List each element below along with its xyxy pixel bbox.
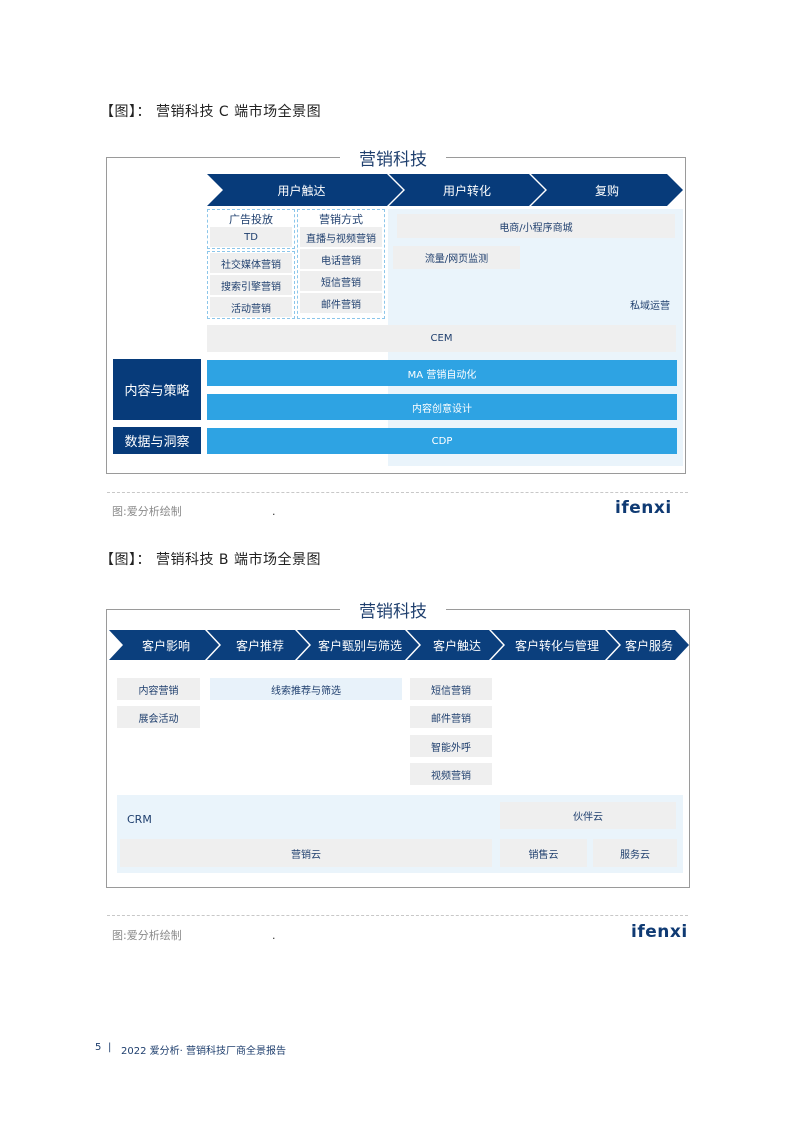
label-content-strategy: 内容与策略 — [113, 359, 201, 420]
box-content-marketing: 内容营销 — [117, 678, 200, 700]
figure-b-title: 营销科技 — [340, 597, 446, 622]
box-traffic-monitor: 流量/网页监测 — [393, 246, 520, 269]
bar-content-creative: 内容创意设计 — [207, 394, 677, 420]
box-b-sms: 短信营销 — [410, 678, 492, 700]
marketing-methods-header: 营销方式 — [319, 213, 363, 226]
box-social-media: 社交媒体营销 — [210, 253, 292, 273]
box-marketing-cloud: 营销云 — [120, 839, 492, 867]
stage-repurchase: 复购 — [594, 183, 619, 198]
box-phone: 电话营销 — [300, 249, 382, 269]
figure-b-dot: . — [272, 929, 276, 942]
stage-customer-influence: 客户影响 — [141, 638, 190, 653]
box-cem: CEM — [207, 325, 676, 352]
footer-page-number: 5 — [95, 1042, 102, 1053]
stage-customer-conversion: 客户转化与管理 — [514, 638, 599, 653]
label-data-insight: 数据与洞察 — [113, 427, 201, 454]
box-ecommerce: 电商/小程序商城 — [397, 214, 675, 238]
stage-customer-recommend: 客户推荐 — [235, 638, 284, 653]
ad-delivery-group — [207, 209, 295, 249]
figure-c-title: 营销科技 — [340, 145, 446, 170]
ad-delivery-header: 广告投放 — [229, 213, 273, 226]
box-td: TD — [210, 227, 292, 247]
box-service-cloud: 服务云 — [593, 839, 677, 867]
figure-b-stage-arrows — [109, 630, 689, 660]
box-sales-cloud: 销售云 — [500, 839, 587, 867]
stage-user-reach: 用户触达 — [277, 183, 326, 198]
ad-delivery-group-lower — [207, 251, 295, 319]
marketing-methods-group — [297, 209, 385, 319]
figure-b-source: 图:爱分析绘制 — [112, 929, 182, 942]
box-email: 邮件营销 — [300, 293, 382, 313]
box-event-marketing: 活动营销 — [210, 297, 292, 317]
footer-separator: | — [108, 1042, 112, 1053]
box-exhibition-events: 展会活动 — [117, 706, 200, 728]
figure-c-stage-arrows — [207, 174, 683, 206]
bar-cdp: CDP — [207, 428, 677, 454]
stage-user-conversion: 用户转化 — [442, 183, 491, 198]
box-live-video: 直播与视频营销 — [300, 227, 382, 247]
stage-customer-service: 客户服务 — [624, 638, 673, 653]
figure-b-divider — [107, 915, 688, 916]
label-private-domain: 私域运营 — [630, 301, 670, 312]
stage-customer-screening: 客户甄别与筛选 — [317, 638, 402, 653]
figure-c-caption: 【图】： 营销科技 C 端市场全景图 — [100, 104, 322, 120]
figure-c-divider — [107, 492, 688, 493]
box-video-marketing: 视频营销 — [410, 763, 492, 785]
box-b-email: 邮件营销 — [410, 706, 492, 728]
figure-b-caption: 【图】： 营销科技 B 端市场全景图 — [100, 552, 321, 568]
figure-b-logo: ifenxi — [631, 922, 688, 942]
figure-c-dot: . — [272, 505, 276, 518]
bar-ma-automation: MA 营销自动化 — [207, 360, 677, 386]
box-smart-call: 智能外呼 — [410, 735, 492, 757]
box-lead-screening: 线索推荐与筛选 — [210, 678, 402, 700]
label-crm: CRM — [127, 813, 152, 826]
box-partner-cloud: 伙伴云 — [500, 802, 676, 829]
box-sms: 短信营销 — [300, 271, 382, 291]
figure-c-source: 图:爱分析绘制 — [112, 505, 182, 518]
box-search-engine: 搜索引擎营销 — [210, 275, 292, 295]
figure-c-logo: ifenxi — [615, 498, 672, 518]
footer-report-title: 2022 爱分析· 营销科技厂商全景报告 — [121, 1046, 286, 1057]
stage-customer-reach: 客户触达 — [432, 638, 481, 653]
